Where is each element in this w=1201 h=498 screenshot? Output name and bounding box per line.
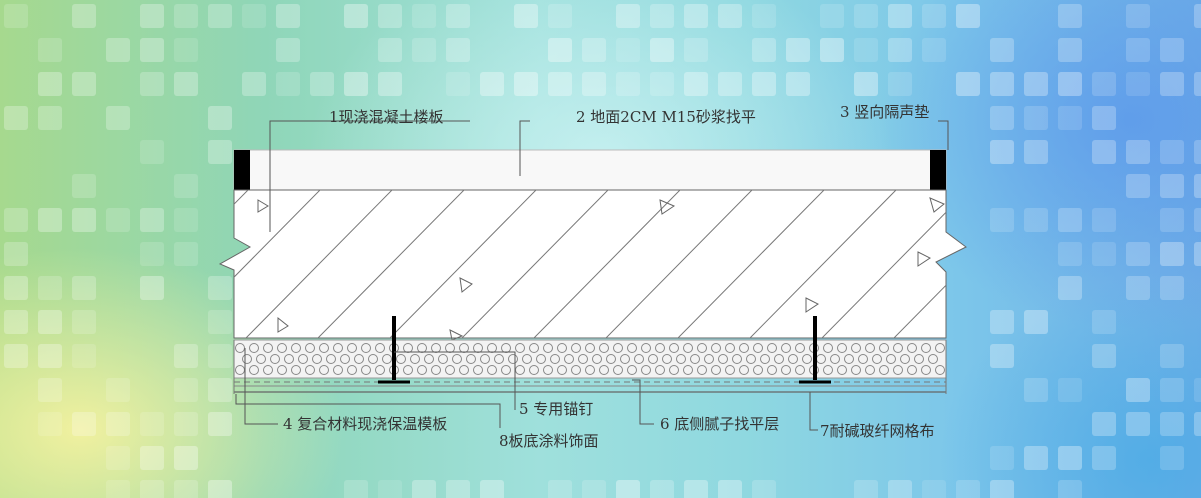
sound-isolator-right: [930, 150, 946, 192]
label-insulation-formwork: 4 复合材料现浇保温模板: [283, 415, 447, 433]
anchor-nail-left: [378, 316, 410, 384]
label-putty-layer: 6 底侧腻子找平层: [660, 415, 779, 433]
label-mortar-leveling: 2 地面2CM M15砂浆找平: [576, 108, 756, 126]
mortar-leveling-layer: [233, 149, 947, 191]
anchor-nail-right: [799, 316, 831, 384]
label-coating-finish: 8板底涂料饰面: [499, 432, 599, 450]
label-concrete-slab: 1现浇混凝土楼板: [329, 108, 444, 126]
leader-lines: [235, 120, 949, 431]
label-anchor-nail: 5 专用锚钉: [519, 400, 593, 418]
aggregate-triangles: [257, 197, 945, 341]
sound-isolator-left: [234, 150, 250, 192]
label-sound-isolator: 3 竖向隔声垫: [840, 103, 929, 121]
concrete-hatch: [220, 190, 966, 338]
label-fiberglass-mesh: 7耐碱玻纤网格布: [820, 422, 935, 440]
concrete-slab: [218, 189, 967, 339]
insulation-formwork-layer: [233, 339, 947, 379]
